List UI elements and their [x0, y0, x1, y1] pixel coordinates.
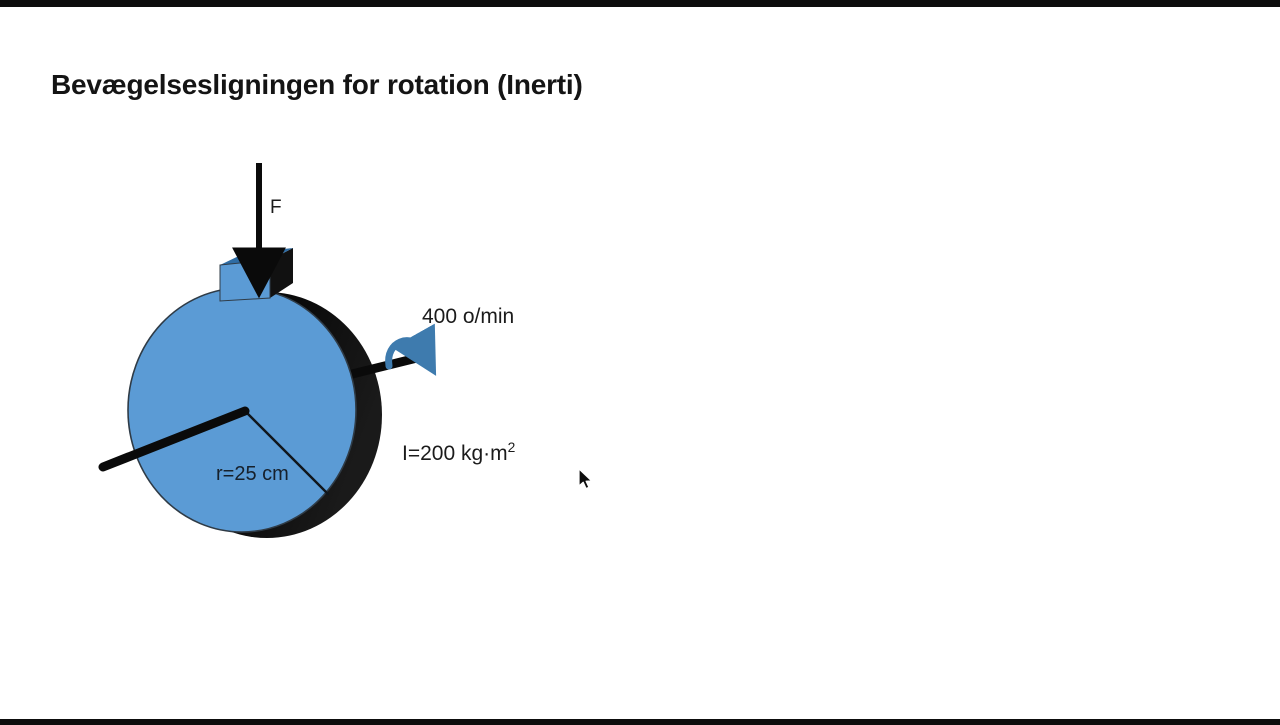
inertia-value: I=200 kg [402, 442, 484, 465]
letterbox-bar-bottom [0, 719, 1280, 725]
inertia-label: I=200 kg·m2 [402, 439, 516, 466]
rotation-arrow [385, 323, 437, 376]
letterbox-bar-top [0, 0, 1280, 7]
axle-left [98, 406, 250, 472]
radius-line [243, 409, 330, 496]
page-title: Bevægelsesligningen for rotation (Inerti… [51, 68, 583, 100]
mouse-pointer-icon [578, 468, 593, 490]
flywheel-diagram: F 400 o/min I=200 kg·m2 r=25 cm [85, 155, 565, 555]
force-label: F [270, 197, 282, 218]
brake-block-front [219, 259, 271, 302]
inertia-exponent: 2 [507, 439, 516, 455]
disc-hub [241, 407, 249, 415]
flywheel-illustration [98, 163, 437, 538]
inertia-unit: m [490, 442, 508, 465]
rotational-speed-label: 400 o/min [422, 305, 515, 328]
inertia-dot: · [483, 442, 491, 465]
radius-label: r=25 cm [216, 463, 289, 485]
